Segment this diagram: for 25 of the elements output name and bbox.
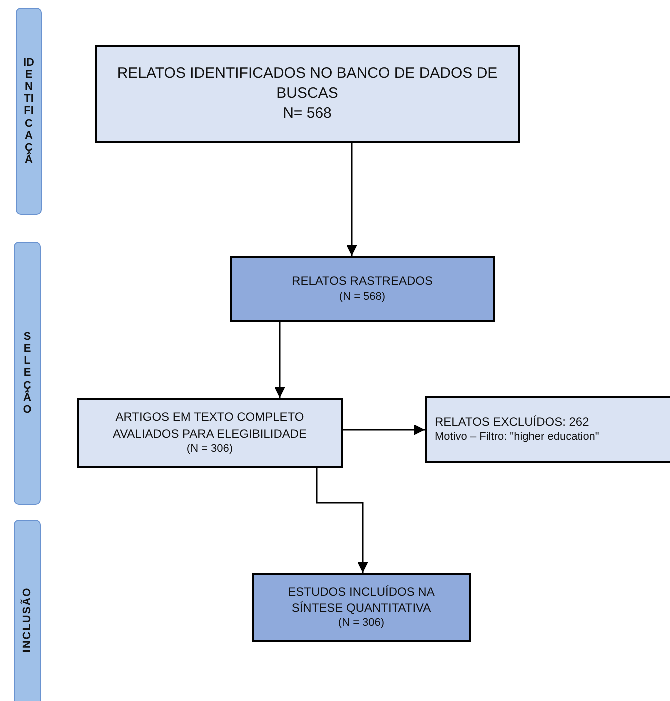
stage-band — [14, 242, 41, 505]
box-title: RELATOS EXCLUÍDOS: 262 — [435, 414, 590, 430]
box-title: RELATOS IDENTIFICADOS NO BANCO DE DADOS DE BUSCAS — [116, 64, 499, 104]
arrow — [346, 143, 358, 256]
stage-band — [14, 520, 41, 701]
box-title: ESTUDOS INCLUÍDOS NA SÍNTESE QUANTITATIVA — [287, 584, 436, 616]
stage-label: INCLUSÃO — [22, 587, 34, 653]
arrow — [274, 322, 286, 398]
stage-label: SELEÇÃO — [22, 331, 33, 416]
stage-label: IDENTIFICAÇÃ — [24, 57, 34, 166]
box-detail: (N = 306) — [186, 442, 234, 457]
arrow — [343, 424, 425, 436]
process-box — [230, 256, 495, 322]
process-box — [95, 45, 520, 143]
process-box — [252, 573, 471, 642]
box-title: RELATOS RASTREADOS — [292, 273, 433, 290]
box-detail: N= 568 — [283, 104, 332, 124]
box-title: ARTIGOS EM TEXTO COMPLETO AVALIADOS PARA ELEGIBILIDADE — [112, 409, 308, 442]
arrow — [316, 468, 368, 573]
box-detail: Motivo – Filtro: "higher education" — [435, 430, 600, 446]
box-detail: (N = 568) — [339, 290, 386, 305]
stage-band — [16, 8, 42, 215]
process-box — [77, 398, 343, 468]
box-detail: (N = 306) — [338, 616, 385, 632]
exclusion-box — [425, 396, 670, 463]
